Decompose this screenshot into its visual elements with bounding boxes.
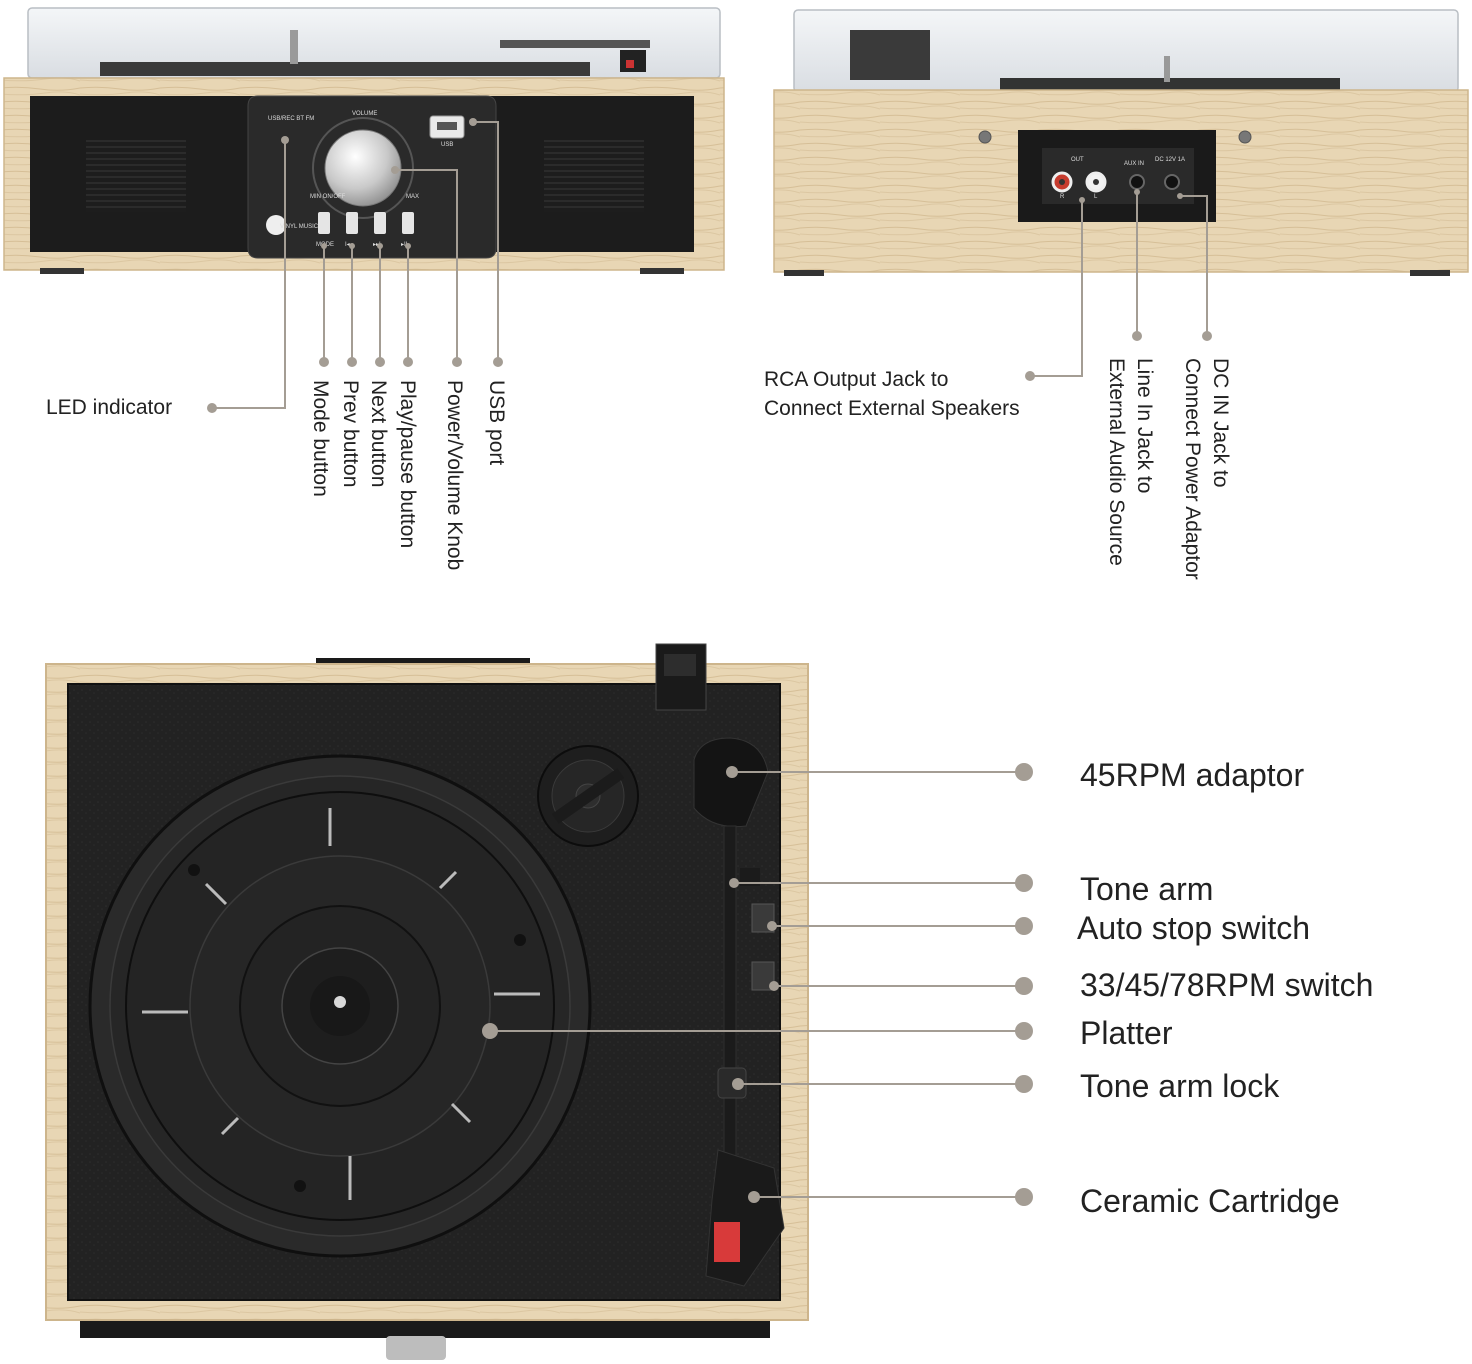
led-indicator-label: LED indicator: [46, 396, 172, 419]
line-in-callout-line1: Line In Jack to: [1133, 358, 1156, 493]
dc-in-jack[interactable]: [1164, 174, 1180, 190]
platter-label: Platter: [1080, 1015, 1173, 1051]
speed-switch-label: 33/45/78RPM switch: [1080, 967, 1373, 1003]
next-button-callout: Next button: [367, 380, 390, 487]
aux-in-label: AUX IN: [1124, 161, 1144, 167]
brand-logo: VINYL MUSIC ON: [280, 224, 329, 230]
top-callout-leaders: [482, 763, 1033, 1206]
front-callout-labels: LED indicator Mode button Prev button Ne…: [46, 380, 508, 570]
next-button-label: ▸▸I: [373, 242, 381, 248]
usb-port-callout: USB port: [485, 380, 508, 465]
tone-arm-label: Tone arm: [1080, 871, 1213, 907]
min-label: MIN ON/OFF: [310, 194, 346, 200]
tone-arm: [693, 737, 785, 1287]
volume-knob[interactable]: [324, 129, 402, 207]
top-view-turntable: [45, 643, 809, 1360]
rca-callout-line2: Connect External Speakers: [764, 397, 1020, 420]
prev-button-callout: Prev button: [339, 380, 362, 487]
ceramic-cartridge: [714, 1222, 740, 1262]
back-callout-leaders: [1025, 189, 1212, 381]
front-callout-leaders: [207, 118, 503, 413]
aux-in-jack[interactable]: [1129, 174, 1145, 190]
r-label: R: [1060, 194, 1065, 200]
volume-label: VOLUME: [352, 111, 377, 117]
mode-button[interactable]: [318, 212, 330, 234]
ceramic-cartridge-label: Ceramic Cartridge: [1080, 1183, 1340, 1219]
back-callout-labels: RCA Output Jack to Connect External Spea…: [764, 358, 1232, 580]
play-pause-button[interactable]: [402, 212, 414, 234]
adaptor-45rpm-label: 45RPM adaptor: [1080, 757, 1304, 793]
right-speaker-grille: [544, 140, 644, 212]
dc-label: DC 12V 1A: [1155, 157, 1185, 163]
tone-arm-lock-label: Tone arm lock: [1080, 1068, 1280, 1104]
next-button[interactable]: [374, 212, 386, 234]
rca-callout-line1: RCA Output Jack to: [764, 368, 948, 391]
out-label: OUT: [1071, 157, 1084, 163]
dc-in-callout-line1: DC IN Jack to: [1209, 358, 1232, 488]
prev-button[interactable]: [346, 212, 358, 234]
front-view-turntable: VOLUME USB/REC BT FM MIN ON/OFF MAX USB …: [3, 7, 725, 274]
line-in-callout-line2: External Audio Source: [1105, 358, 1128, 566]
back-view-turntable: OUT AUX IN DC 12V 1A R L: [773, 9, 1469, 276]
left-speaker-grille: [86, 140, 186, 212]
power-volume-callout: Power/Volume Knob: [443, 380, 466, 570]
usb-label: USB: [441, 142, 453, 148]
max-label: MAX: [406, 194, 419, 200]
mode-button-callout: Mode button: [309, 380, 332, 497]
auto-stop-switch-label: Auto stop switch: [1077, 910, 1310, 946]
top-callout-labels: 45RPM adaptor Tone arm Auto stop switch …: [1077, 757, 1373, 1219]
led-mode-labels: USB/REC BT FM: [268, 116, 314, 122]
l-label: L: [1094, 194, 1098, 200]
play-pause-button-label: ▸II: [401, 242, 408, 248]
dc-in-callout-line2: Connect Power Adaptor: [1181, 358, 1204, 580]
platter: [88, 754, 592, 1258]
prev-button-label: I◂◂: [345, 242, 353, 248]
speed-switch[interactable]: [751, 961, 775, 991]
play-pause-callout: Play/pause button: [396, 380, 419, 548]
adaptor-recess: [537, 745, 639, 847]
